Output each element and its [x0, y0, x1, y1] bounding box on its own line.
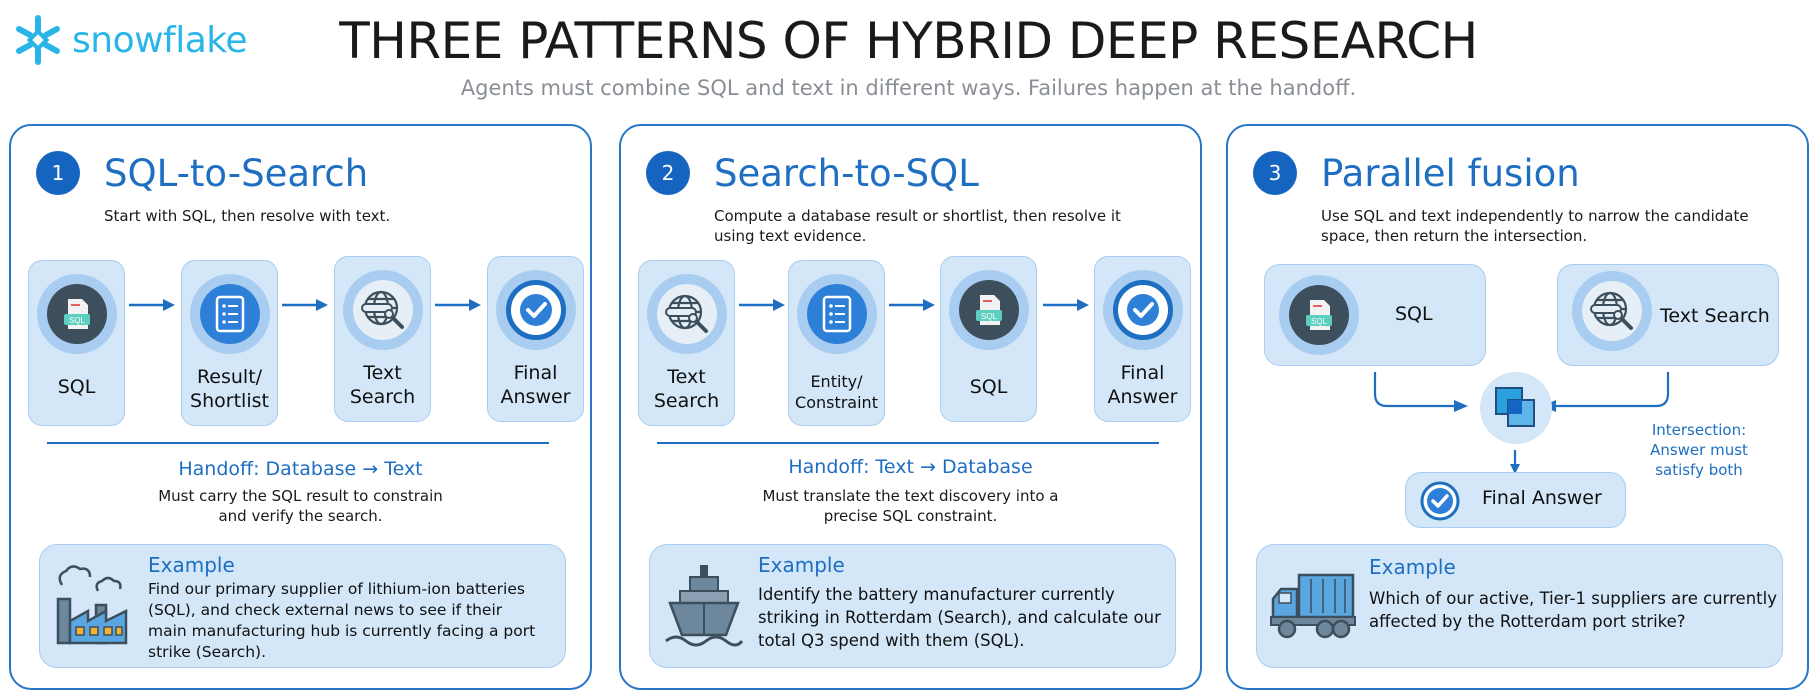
arrow-right-icon	[282, 299, 328, 311]
pattern-description: Start with SQL, then resolve with text.	[104, 207, 391, 225]
handoff-description-line: and verify the search.	[218, 507, 383, 525]
arrow-right-icon	[435, 299, 481, 311]
panel-parallel-fusion: 3 Parallel fusion Use SQL and text indep…	[1226, 124, 1809, 690]
list-icon	[797, 274, 877, 354]
source-label: SQL	[1395, 303, 1433, 325]
example-title: Example	[1369, 555, 1456, 579]
source-card-text-search: Text Search	[1557, 264, 1779, 366]
handoff-description-line: Must carry the SQL result to constrain	[158, 487, 443, 505]
divider-line	[657, 442, 1159, 444]
source-card-sql: SQL SQL	[1264, 264, 1486, 366]
globe-search-icon	[343, 270, 423, 350]
step-label: SQL	[57, 376, 96, 398]
snowflake-logo: snowflake	[12, 12, 248, 68]
sql-icon: SQL	[37, 274, 117, 354]
globe-search-icon	[647, 274, 727, 354]
panel-sql-to-search: 1 SQL-to-Search Start with SQL, then res…	[9, 124, 592, 690]
example-box: Example Identify the battery manufacture…	[649, 544, 1176, 668]
arrow-right-icon	[889, 299, 935, 311]
pattern-description: Use SQL and text independently to narrow…	[1321, 207, 1749, 245]
sql-icon: SQL	[949, 270, 1029, 350]
step-card-sql: SQL SQL	[28, 260, 125, 426]
step-label: SQL	[969, 376, 1008, 398]
handoff-title: Handoff: Text → Database	[788, 456, 1033, 478]
example-title: Example	[758, 553, 845, 577]
handoff-description: Must translate the text discovery into a…	[621, 486, 1200, 526]
svg-text:SQL: SQL	[981, 312, 998, 321]
pattern-title: Search-to-SQL	[714, 152, 979, 195]
step-label: Entity/Constraint	[795, 372, 878, 412]
handoff-description-line: Must translate the text discovery into a	[762, 487, 1059, 505]
example-text: Which of our active, Tier-1 suppliers ar…	[1369, 589, 1777, 631]
arrow-right-icon	[1043, 299, 1089, 311]
handoff-description-line: precise SQL constraint.	[823, 507, 998, 525]
checkmark-icon	[496, 270, 576, 350]
pattern-title: Parallel fusion	[1321, 152, 1580, 195]
panel-search-to-sql: 2 Search-to-SQL Compute a database resul…	[619, 124, 1202, 690]
example-text: Find our primary supplier of lithium-ion…	[148, 580, 536, 661]
step-card-result: Result/Shortlist	[181, 260, 278, 426]
example-box: Example Which of our active, Tier-1 supp…	[1256, 544, 1783, 668]
arrow-right-icon	[739, 299, 785, 311]
checkmark-icon	[1420, 481, 1460, 521]
ship-icon	[665, 565, 744, 647]
step-label: Result/Shortlist	[190, 366, 269, 412]
step-card-entity: Entity/Constraint	[788, 260, 885, 426]
page-subtitle: Agents must combine SQL and text in diff…	[460, 76, 1357, 100]
checkmark-icon	[1103, 270, 1183, 350]
arrow-right-icon	[129, 299, 175, 311]
source-label: Text Search	[1660, 305, 1770, 327]
svg-text:SQL: SQL	[69, 316, 86, 325]
intersection-icon	[1480, 372, 1552, 444]
pattern-number-badge: 3	[1253, 151, 1297, 195]
truck-icon	[1270, 573, 1356, 639]
final-answer-card: Final Answer	[1405, 472, 1626, 528]
example-box: Example Find our primary supplier of lit…	[39, 544, 566, 668]
pattern-number-badge: 2	[646, 151, 690, 195]
svg-text:SQL: SQL	[1311, 317, 1328, 326]
step-card-sql: SQL SQL	[940, 256, 1037, 422]
sql-icon: SQL	[1279, 275, 1359, 355]
pattern-title: SQL-to-Search	[104, 152, 369, 195]
snowflake-logo-icon	[16, 15, 60, 65]
pattern-number-badge: 1	[36, 151, 80, 195]
page-title: THREE PATTERNS OF HYBRID DEEP RESEARCH	[339, 12, 1478, 70]
globe-search-icon	[1572, 271, 1652, 351]
factory-icon	[56, 565, 128, 645]
divider-line	[47, 442, 549, 444]
example-text: Identify the battery manufacturer curren…	[758, 585, 1161, 650]
logo-text: snowflake	[72, 19, 248, 61]
example-title: Example	[148, 553, 235, 577]
pattern-description: Compute a database result or shortlist, …	[714, 207, 1121, 245]
handoff-description: Must carry the SQL result to constrain a…	[11, 486, 590, 526]
list-icon	[190, 274, 270, 354]
handoff-title: Handoff: Database → Text	[178, 458, 423, 480]
final-answer-label: Final Answer	[1482, 487, 1602, 509]
